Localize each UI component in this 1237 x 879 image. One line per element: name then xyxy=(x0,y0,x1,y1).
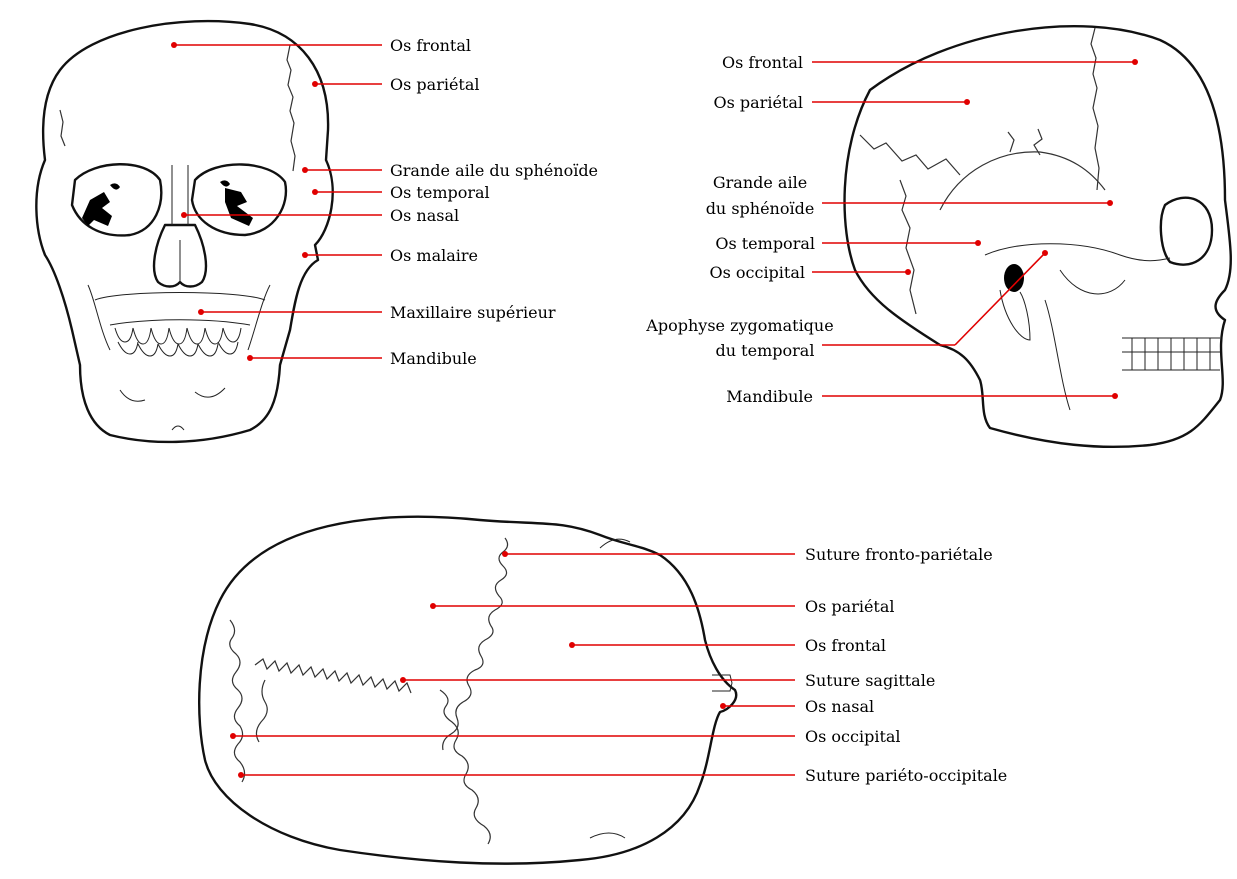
label-top-os-frontal: Os frontal xyxy=(805,636,886,655)
label-side-os-temporal: Os temporal xyxy=(715,234,815,253)
label-top-os-nasal: Os nasal xyxy=(805,697,874,716)
label-top-suture-fronto-parietale: Suture fronto-pariétale xyxy=(805,545,993,564)
label-side-os-parietal: Os pariétal xyxy=(713,93,803,112)
label-side-mandibule: Mandibule xyxy=(726,387,813,406)
label-front-os-parietal: Os pariétal xyxy=(390,75,480,94)
label-front-mandibule: Mandibule xyxy=(390,349,477,368)
label-front-os-temporal: Os temporal xyxy=(390,183,490,202)
side-view-labels: Os frontal Os pariétal Grande aile du sp… xyxy=(645,53,833,406)
label-side-os-frontal: Os frontal xyxy=(722,53,803,72)
label-top-os-parietal: Os pariétal xyxy=(805,597,895,616)
label-side-grande-aile-1: Grande aile xyxy=(713,173,807,192)
top-view-skull xyxy=(199,517,736,864)
label-side-grande-aile-2: du sphénoïde xyxy=(706,199,815,218)
front-view-leaders xyxy=(171,42,382,361)
label-top-suture-sagittale: Suture sagittale xyxy=(805,671,935,690)
label-front-maxillaire: Maxillaire supérieur xyxy=(390,303,556,322)
label-front-os-frontal: Os frontal xyxy=(390,36,471,55)
label-side-os-occipital: Os occipital xyxy=(709,263,805,282)
leader-side-zygomatic-d xyxy=(955,253,1045,345)
label-top-suture-parieto-occipitale: Suture pariéto-occipitale xyxy=(805,766,1007,785)
label-front-os-nasal: Os nasal xyxy=(390,206,459,225)
front-view-labels: Os frontal Os pariétal Grande aile du sp… xyxy=(390,36,598,368)
label-side-apophyse-1: Apophyse zygomatique xyxy=(645,316,833,335)
label-front-grande-aile: Grande aile du sphénoïde xyxy=(390,161,598,180)
side-view-skull xyxy=(845,26,1231,447)
front-view-skull xyxy=(36,21,332,442)
label-top-os-occipital: Os occipital xyxy=(805,727,901,746)
label-side-apophyse-2: du temporal xyxy=(716,341,815,360)
label-front-os-malaire: Os malaire xyxy=(390,246,478,265)
top-view-labels: Suture fronto-pariétale Os pariétal Os f… xyxy=(805,545,1007,785)
